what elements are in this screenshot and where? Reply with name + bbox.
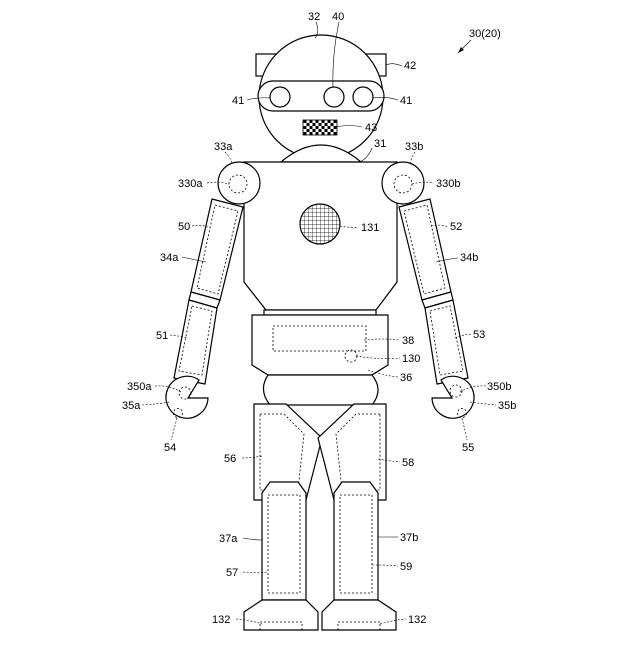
mouth-pixel — [334, 120, 337, 123]
mouth-pixel — [325, 123, 328, 126]
mouth-pixel — [304, 126, 307, 129]
mouth-pixel — [310, 120, 313, 123]
mouth-pixel — [310, 132, 313, 135]
label-hand-right: 35b — [498, 400, 516, 412]
mouth-pixel — [316, 132, 319, 135]
mouth-pixel — [316, 126, 319, 129]
mouth-pixel — [325, 129, 328, 132]
label-sensor: 40 — [332, 11, 344, 23]
mouth-pixel — [304, 120, 307, 123]
label-thigh-left-panel: 56 — [224, 453, 236, 465]
label-shoulder-left-inner: 330a — [178, 178, 203, 190]
label-hand-left: 35a — [122, 400, 141, 412]
label-foot-right: 132 — [408, 614, 426, 626]
mouth-pixel — [331, 123, 334, 126]
label-hand-right-pad: 55 — [462, 442, 474, 454]
mouth-pixel — [307, 123, 310, 126]
ref-main-label: 30(20) — [469, 28, 501, 40]
mouth-display — [303, 120, 337, 135]
mouth-pixel — [313, 123, 316, 126]
waist — [252, 315, 388, 405]
arm-upper-left — [189, 199, 243, 308]
label-head: 32 — [308, 11, 320, 23]
shin-right — [334, 482, 378, 600]
mouth-pixel — [328, 120, 331, 123]
label-waist-panel: 38 — [402, 335, 414, 347]
label-chest-speaker: 131 — [361, 222, 379, 234]
arm-lower-right — [425, 300, 468, 384]
mouth-pixel — [328, 132, 331, 135]
mouth-pixel — [322, 120, 325, 123]
chest-speaker — [300, 204, 340, 244]
label-waist: 36 — [400, 372, 412, 384]
shin-left — [262, 482, 306, 600]
torso — [244, 162, 397, 315]
label-shoulder-left: 33a — [214, 141, 233, 153]
torso-base — [264, 310, 376, 315]
mouth-pixel — [334, 132, 337, 135]
waist-body — [252, 315, 388, 375]
label-arm-upper-left: 34a — [160, 252, 179, 264]
label-antenna: 42 — [404, 60, 416, 72]
mouth-pixel — [322, 126, 325, 129]
mouth-pixel — [316, 120, 319, 123]
label-leg-right: 37b — [400, 532, 418, 544]
shoulder-left — [218, 162, 260, 204]
label-shin-right-panel: 59 — [400, 561, 412, 573]
label-mouth: 43 — [365, 122, 377, 134]
label-arm-lower-right-panel: 53 — [473, 329, 485, 341]
mouth-pixel — [313, 129, 316, 132]
mouth-pixel — [334, 126, 337, 129]
label-foot-left: 132 — [212, 614, 230, 626]
mouth-pixel — [319, 129, 322, 132]
arm-upper-right — [399, 199, 453, 308]
mouth-pixel — [322, 132, 325, 135]
foot-left — [244, 600, 318, 630]
arm-lower-left — [174, 300, 217, 384]
label-hand-left-pad: 54 — [164, 442, 176, 454]
mouth-pixel — [310, 126, 313, 129]
label-torso: 31 — [374, 138, 386, 150]
label-arm-upper-left-panel: 50 — [178, 221, 190, 233]
leg-left — [244, 404, 322, 630]
mouth-pixel — [328, 126, 331, 129]
label-arm-upper-right: 34b — [460, 252, 478, 264]
sensor-center — [324, 87, 344, 107]
mouth-pixel — [307, 129, 310, 132]
eye-right — [353, 87, 373, 107]
mouth-pixel — [331, 129, 334, 132]
label-eye-left: 41 — [232, 95, 244, 107]
mouth-pixel — [319, 123, 322, 126]
label-shin-left-panel: 57 — [226, 567, 238, 579]
hip — [263, 375, 378, 405]
label-arm-lower-left-panel: 51 — [156, 330, 168, 342]
label-waist-sensor: 130 — [402, 353, 420, 365]
label-thigh-right-panel: 58 — [402, 457, 414, 469]
label-shoulder-right: 33b — [405, 141, 423, 153]
foot-right — [322, 600, 396, 630]
eye-left — [270, 87, 290, 107]
label-eye-right: 41 — [400, 95, 412, 107]
label-shoulder-right-inner: 330b — [436, 178, 460, 190]
label-arm-upper-right-panel: 52 — [450, 221, 462, 233]
mouth-pixel — [304, 132, 307, 135]
leg-right — [318, 404, 396, 630]
shoulder-right — [382, 162, 424, 204]
label-hand-left-inner: 350a — [127, 381, 152, 393]
label-hand-right-inner: 350b — [487, 381, 511, 393]
head — [256, 35, 386, 162]
label-leg-left: 37a — [219, 533, 238, 545]
